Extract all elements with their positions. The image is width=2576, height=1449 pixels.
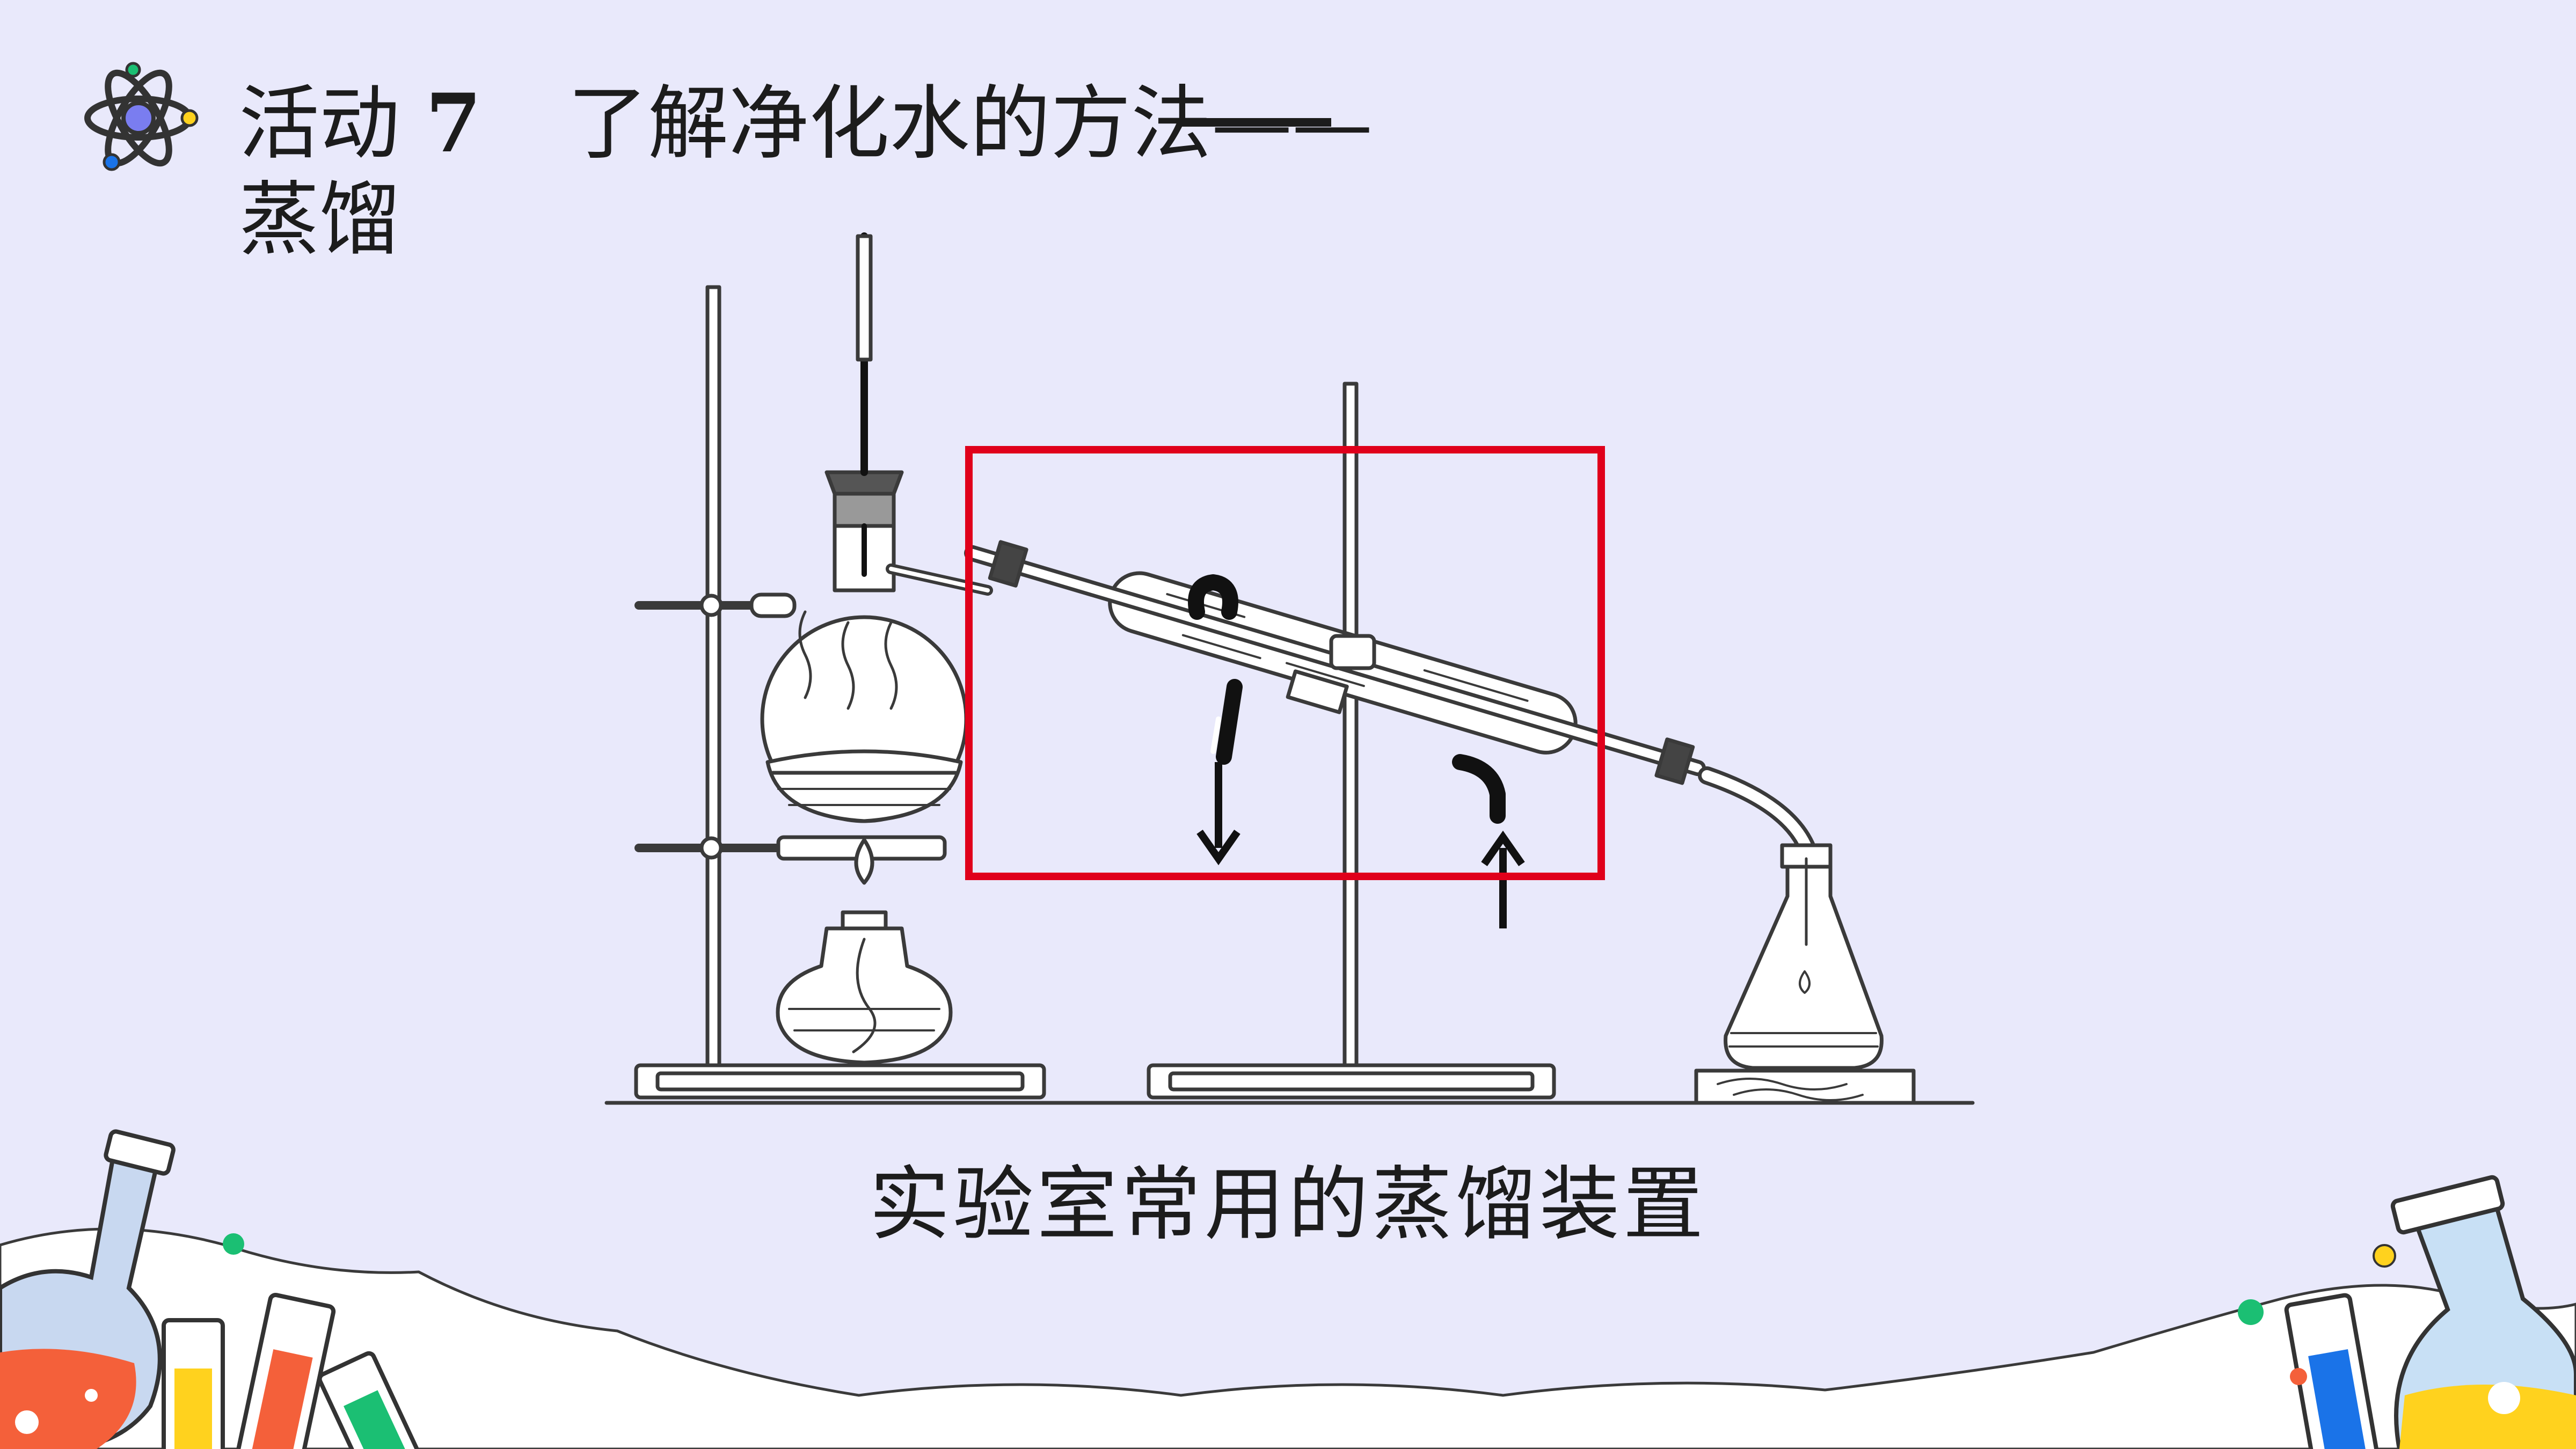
wooden-block: [1694, 1069, 1916, 1105]
water-flow-arrows: [1196, 762, 1525, 928]
water-outlet-hose: [1188, 574, 1238, 620]
atom-icon: [84, 62, 199, 171]
conical-flask: [1724, 843, 1884, 1070]
adapter-tube: [1698, 766, 1818, 862]
cloud-decoration: [0, 1227, 2576, 1449]
condenser-highlight-box: [965, 446, 1605, 880]
activity-number: 7: [425, 76, 482, 171]
condenser-clamp: [1329, 634, 1376, 670]
condenser: [964, 540, 1706, 785]
lab-flask-decoration: [0, 1129, 2576, 1449]
slide-title-line2: 蒸馏: [239, 173, 400, 267]
middle-iron-stand: [1147, 382, 1556, 1100]
water-inlet-hose: [1452, 754, 1506, 824]
distillation-apparatus: [604, 232, 1975, 1105]
activity-heading: 了解净化水的方法——: [567, 77, 1373, 171]
alcohol-lamp: [776, 838, 953, 1065]
left-iron-stand: [634, 285, 1046, 1100]
activity-label: 活动: [239, 77, 400, 171]
figure-caption: 实验室常用的蒸馏装置: [869, 1158, 1707, 1252]
distillation-flask: [760, 232, 993, 823]
